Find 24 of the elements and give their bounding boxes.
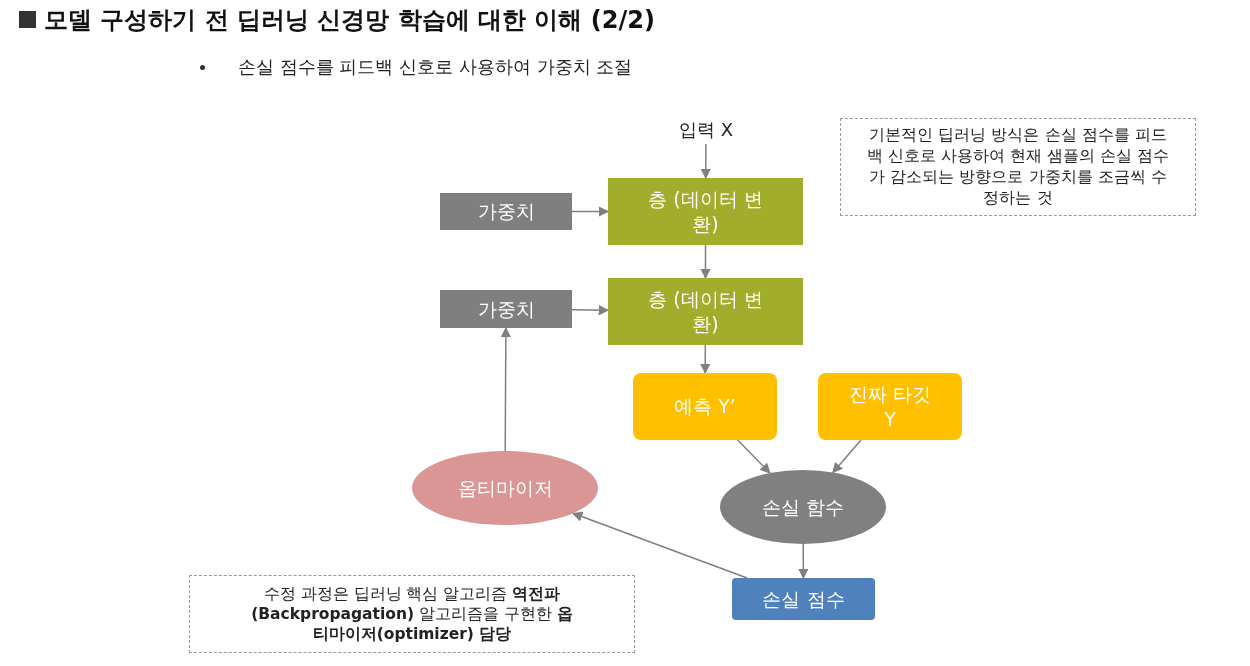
value-box: 예측 Y’ (633, 373, 777, 440)
weight-box: 가중치 (440, 193, 572, 230)
note-box: 수정 과정은 딥러닝 핵심 알고리즘 역전파(Backpropagation) 알고리즘을 구현한 옵티마이저(optimizer) 담당 (189, 575, 635, 653)
arrow (832, 439, 862, 474)
arrow (798, 543, 809, 580)
layer-box: 층 (데이터 변환) (608, 278, 803, 345)
arrow (571, 304, 610, 316)
arrow (700, 344, 711, 375)
layer-box: 층 (데이터 변환) (608, 178, 803, 245)
arrow (571, 206, 610, 217)
arrow (700, 244, 711, 280)
arrow (571, 511, 748, 579)
optimizer-ellipse: 옵티마이저 (412, 451, 598, 525)
value-box: 진짜 타깃 Y (818, 373, 962, 440)
note-box: 기본적인 딥러닝 방식은 손실 점수를 피드백 신호로 사용하여 현재 샘플의 손실 점수가 감소되는 방향으로 가중치를 조금씩 수정하는 것 (840, 118, 1196, 216)
loss-function-ellipse: 손실 함수 (720, 470, 886, 544)
bullet-text: 손실 점수를 피드백 신호로 사용하여 가중치 조절 (238, 55, 633, 79)
arrow (736, 439, 771, 474)
arrow (500, 326, 512, 452)
page-title: 모델 구성하기 전 딥러닝 신경망 학습에 대한 이해 (2/2) (44, 5, 655, 36)
loss-score-box: 손실 점수 (732, 578, 875, 620)
arrow (700, 143, 711, 180)
input-label: 입력 X (672, 116, 740, 144)
weight-box: 가중치 (440, 290, 572, 328)
